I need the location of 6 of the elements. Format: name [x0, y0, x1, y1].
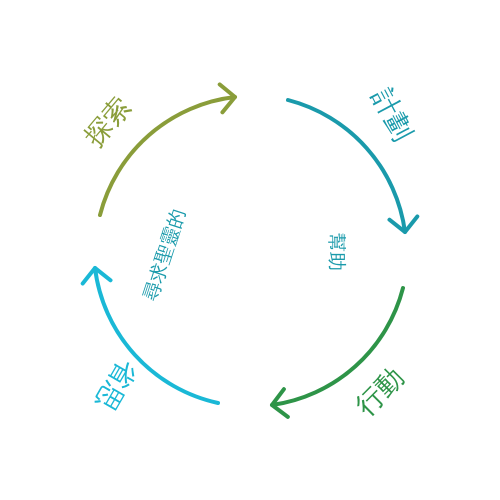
stage-label: 探索 [80, 92, 136, 152]
center-text: 尋求聖靈的 [141, 206, 189, 304]
stage-label: 省思 [90, 354, 142, 416]
stage-label: 計劃 [367, 84, 417, 146]
center-text: 幫助 [326, 233, 346, 271]
stage-label: 行動 [351, 363, 409, 421]
